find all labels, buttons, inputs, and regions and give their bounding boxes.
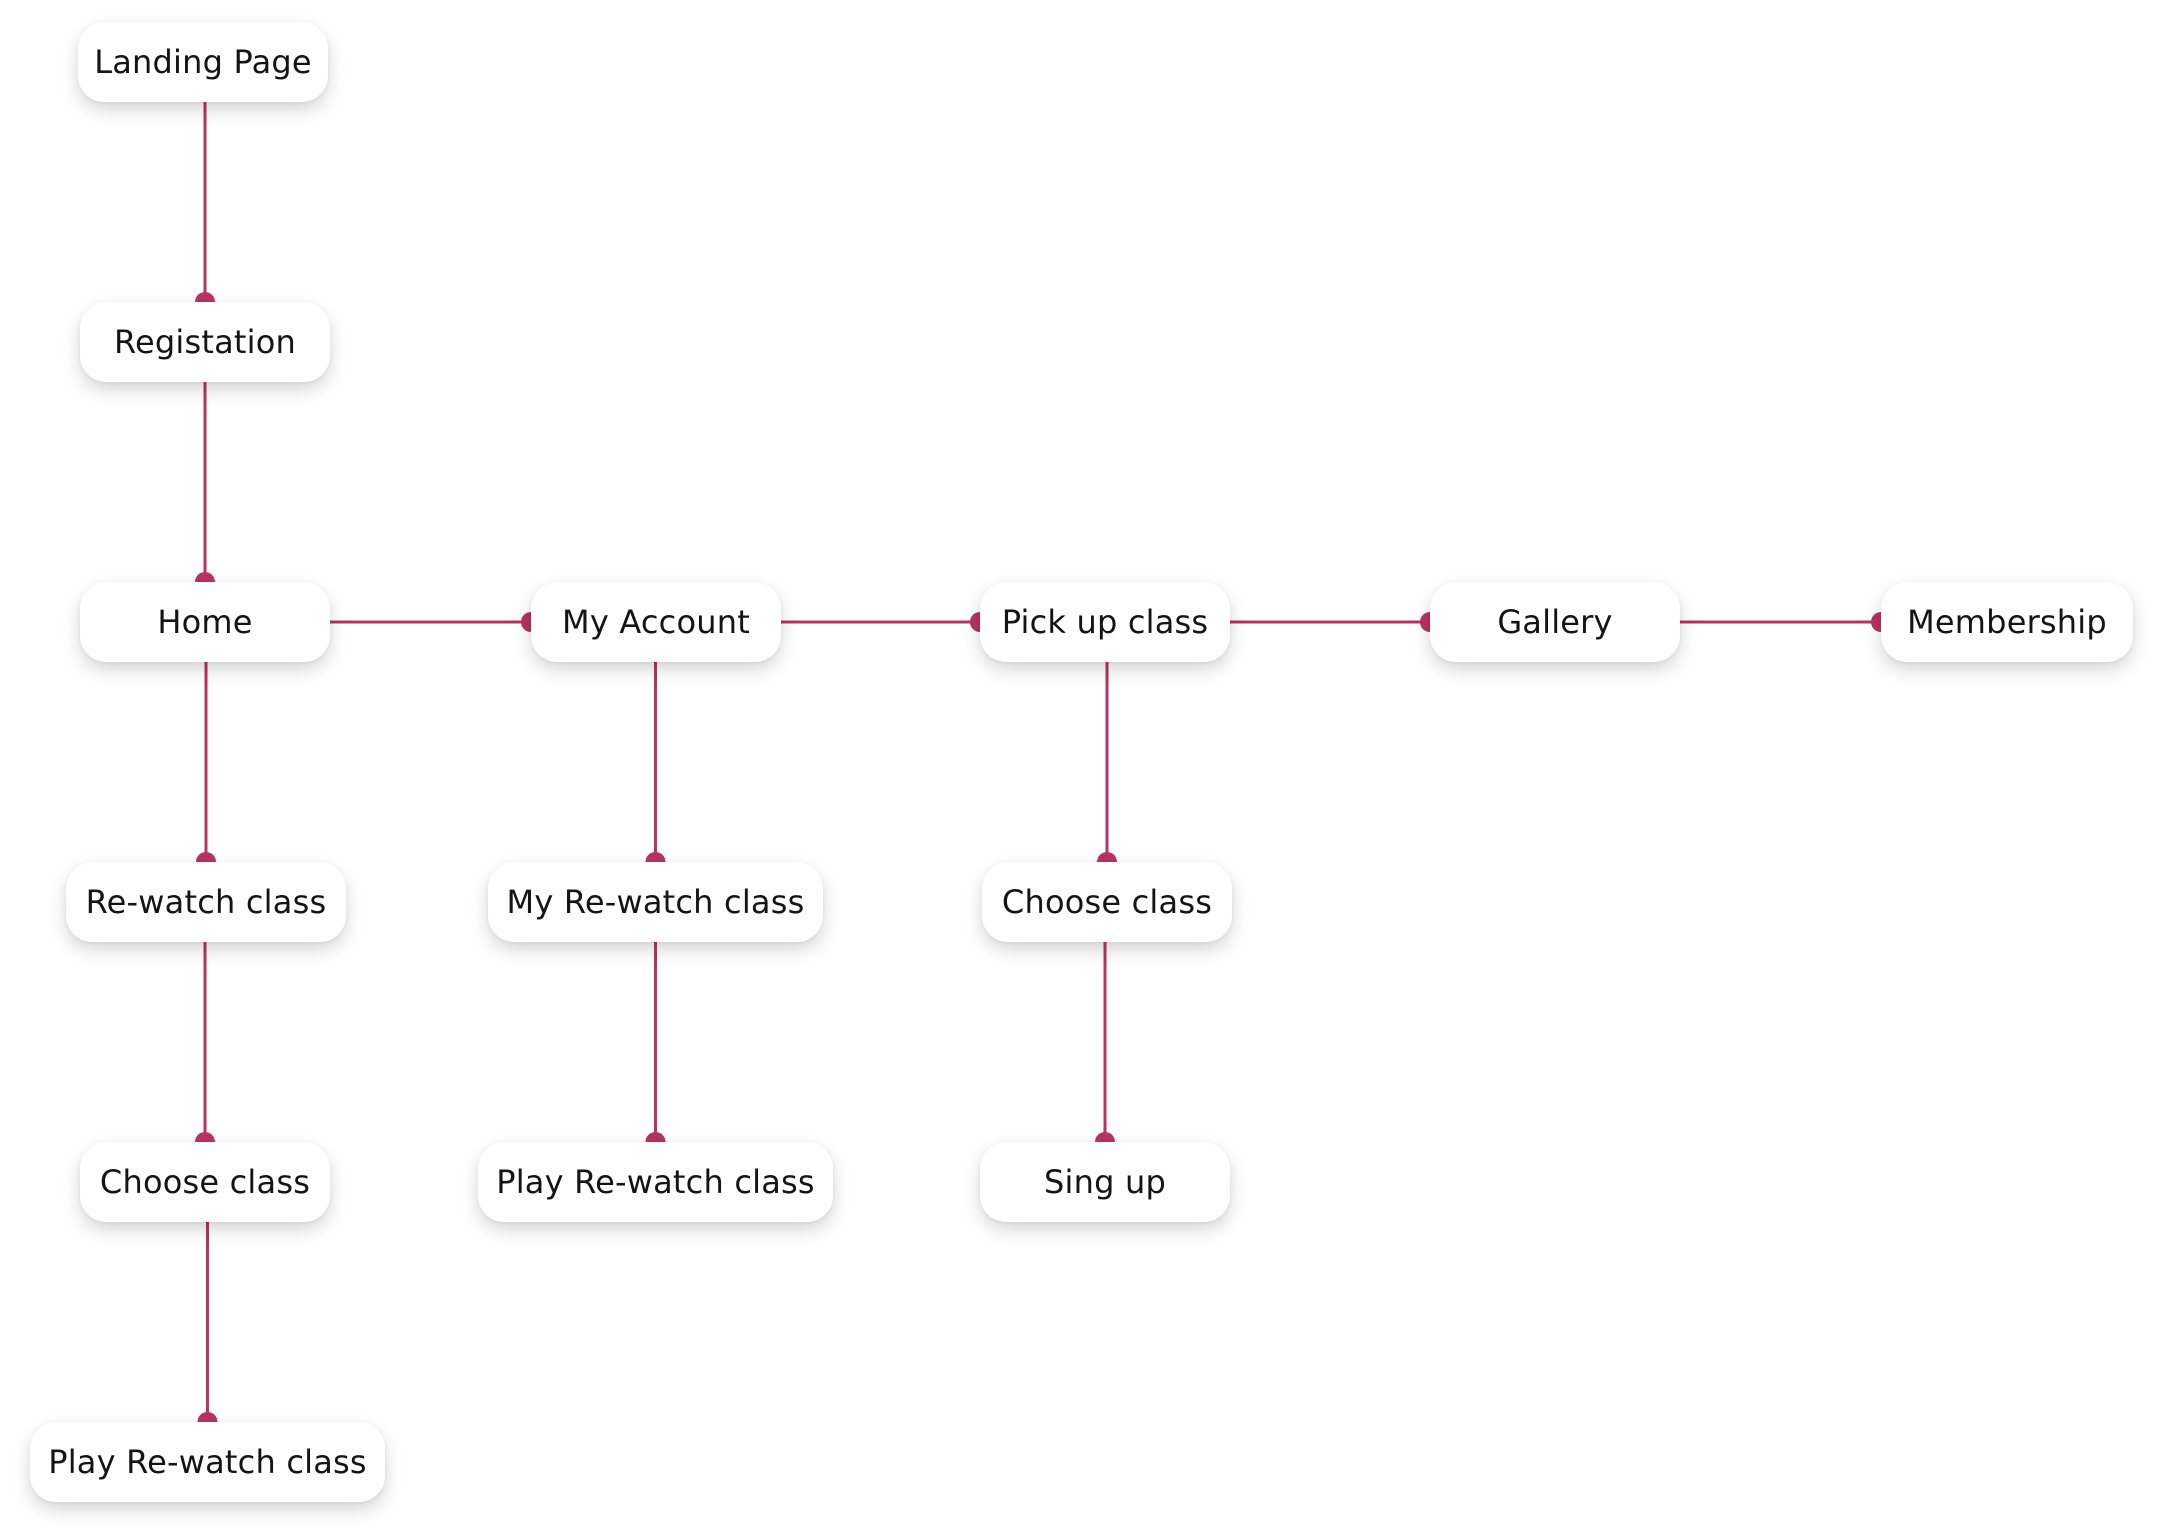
- node-choose-class-home: Choose class: [80, 1142, 330, 1222]
- node-my-account: My Account: [531, 582, 781, 662]
- node-choose-class-pickup: Choose class: [982, 862, 1232, 942]
- node-play-rewatch-account: Play Re-watch class: [478, 1142, 833, 1222]
- node-pick-up-class: Pick up class: [980, 582, 1230, 662]
- node-play-rewatch-home: Play Re-watch class: [30, 1422, 385, 1502]
- node-home: Home: [80, 582, 330, 662]
- node-landing-page: Landing Page: [78, 22, 328, 102]
- node-membership: Membership: [1881, 582, 2133, 662]
- node-registration: Registation: [80, 302, 330, 382]
- node-my-rewatch-class: My Re-watch class: [488, 862, 823, 942]
- node-rewatch-class: Re-watch class: [66, 862, 346, 942]
- node-gallery: Gallery: [1430, 582, 1680, 662]
- node-sing-up: Sing up: [980, 1142, 1230, 1222]
